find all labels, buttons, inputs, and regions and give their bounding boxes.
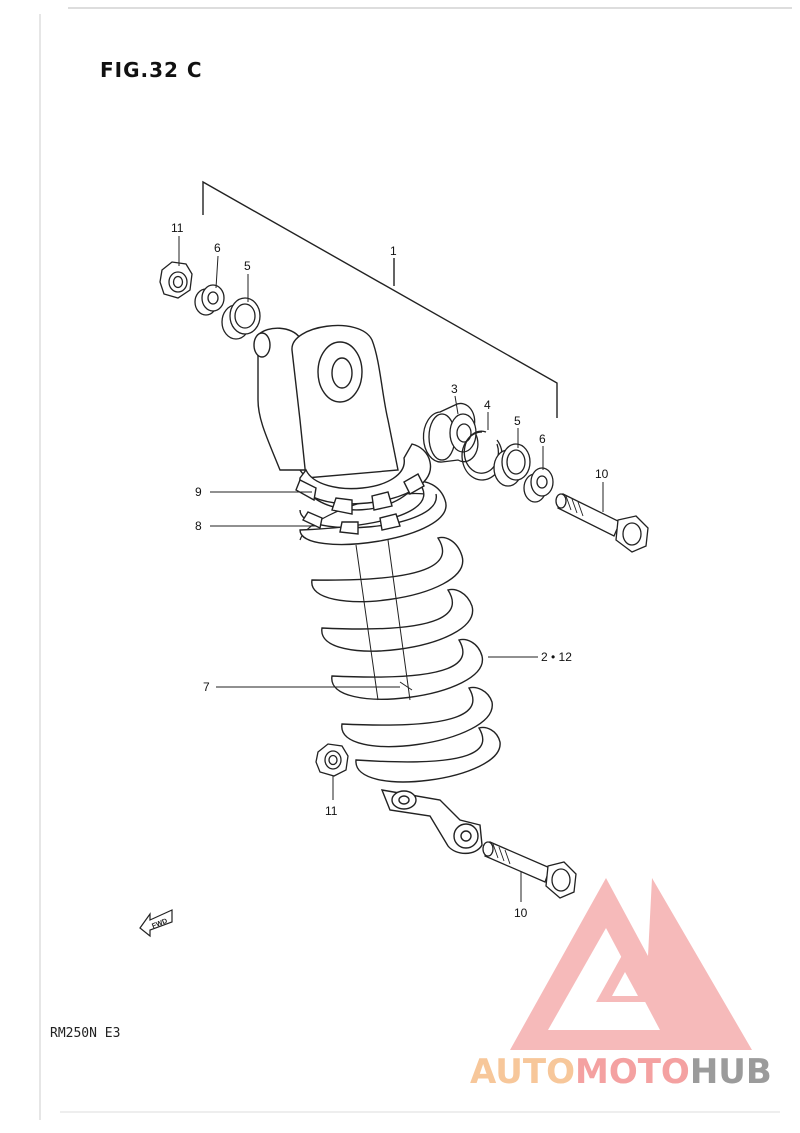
part-6-upper-collar <box>194 284 225 316</box>
assembly-bracket <box>202 180 558 418</box>
fwd-arrow-icon: FWD <box>139 909 173 938</box>
part-10-lower-bolt <box>482 841 577 899</box>
callout-2-12: 2 • 12 <box>541 650 572 664</box>
part-11-upper-nut <box>159 261 193 299</box>
callout-11-upper: 11 <box>171 221 184 235</box>
part-10-upper-bolt <box>555 493 649 553</box>
part-5-upper-seal <box>221 297 261 340</box>
callout-9: 9 <box>195 485 202 499</box>
shock-absorber <box>253 324 501 855</box>
callout-6-right: 6 <box>539 432 546 446</box>
callout-1: 1 <box>390 244 397 258</box>
automotohub-watermark: AUTOMOTOHUB <box>470 1052 772 1092</box>
callout-10-lower: 10 <box>514 906 528 920</box>
part-5-right-seal <box>493 443 531 487</box>
part-6-right-collar <box>523 467 554 503</box>
watermark-hub: HUB <box>689 1052 772 1092</box>
callout-3: 3 <box>451 382 458 396</box>
part-3-bearing <box>422 402 479 463</box>
leader-lines <box>178 236 604 902</box>
callout-5-upper: 5 <box>244 259 251 273</box>
watermark-auto: AUTO <box>470 1052 575 1092</box>
watermark-moto: MOTO <box>574 1052 690 1092</box>
model-code: RM250N E3 <box>50 1026 121 1041</box>
part-11-lower-nut <box>315 743 349 777</box>
automotohub-logo <box>510 878 752 1050</box>
callout-6-upper: 6 <box>214 241 221 255</box>
callout-7: 7 <box>203 680 210 694</box>
callout-10-upper: 10 <box>595 467 609 481</box>
callout-11-lower: 11 <box>325 804 338 818</box>
callout-8: 8 <box>195 519 202 533</box>
figure-title: FIG.32 C <box>100 58 203 82</box>
callout-4: 4 <box>484 398 491 412</box>
callout-5-right: 5 <box>514 414 521 428</box>
